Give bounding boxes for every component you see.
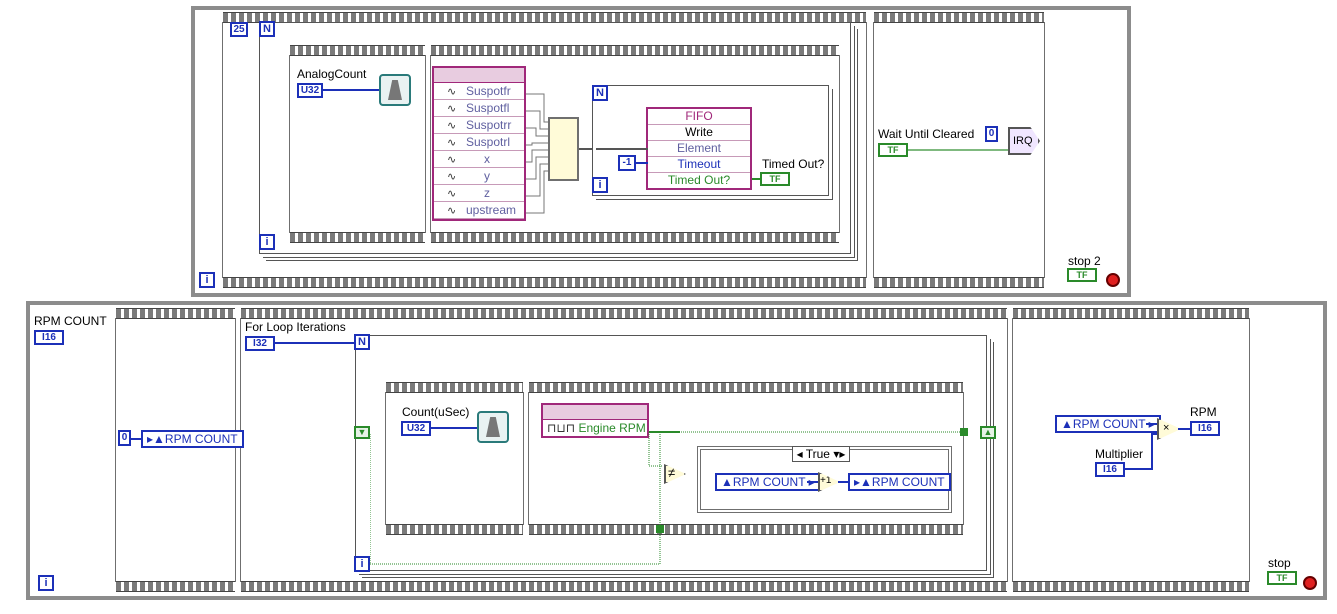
shift-register-right[interactable]: ▲ [980,426,996,439]
timeout-constant[interactable]: -1 [618,155,636,171]
for-loop-iterations-control[interactable]: I32 [245,336,275,351]
bottom-for-loop-i-terminal: i [354,556,370,572]
bottom-sequence-frame-3 [1012,308,1250,592]
channel-row[interactable]: ∿Suspotfr [434,83,524,100]
channel-row[interactable]: ∿Suspotrr [434,117,524,134]
build-array-node[interactable] [548,117,579,181]
stop-label: stop [1268,556,1291,570]
analog-count-indicator[interactable]: U32 [297,83,323,98]
wait-until-cleared-control[interactable]: TF [878,143,908,157]
stop-terminal[interactable] [1303,576,1317,590]
fifo-loop-i-terminal: i [592,177,608,193]
init-constant[interactable]: 0 [118,430,131,446]
timed-out-label: Timed Out? [762,157,825,171]
bool-wires [370,431,960,565]
tick-count-icon[interactable] [379,74,411,106]
iterations-wire [275,342,355,344]
channel-wires [526,93,594,214]
rpm-label: RPM [1190,405,1217,419]
shift-node-right [960,428,968,436]
fifo-timeout: Timeout [648,156,750,172]
analog-count-label: AnalogCount [297,67,367,81]
analog-count-wire [323,89,379,91]
stop-2-terminal[interactable] [1106,273,1120,287]
fifo-timed-out: Timed Out? [648,172,750,188]
array-to-fifo-wire [596,148,648,150]
irq-number-constant[interactable]: 0 [985,126,998,142]
channel-row[interactable]: ∿x [434,151,524,168]
stop-indicator[interactable]: TF [1267,571,1297,585]
bottom-sequence-frame-1 [115,308,236,592]
case-rpm-count-read[interactable]: ▲RPM COUNT ▸ [715,473,821,491]
shift-register-left[interactable]: ▼ [354,426,370,439]
rpm-count-local-write[interactable]: ▸▲RPM COUNT [141,430,244,448]
top-outer-i-terminal: i [199,272,215,288]
wait-until-cleared-label: Wait Until Cleared [878,127,975,141]
wait-wire [908,149,1008,151]
count-usec-indicator[interactable]: U32 [401,421,431,436]
rpm-count-read[interactable]: ▲RPM COUNT ▸ [1055,415,1161,433]
stop-2-label: stop 2 [1068,254,1101,268]
fifo-loop-n-terminal: N [592,85,608,101]
channel-row[interactable]: ∿y [434,168,524,185]
channel-row[interactable]: ∿Suspotfl [434,100,524,117]
tick-count-usec-icon[interactable] [477,411,509,443]
bottom-outer-i-terminal: i [38,575,54,591]
for-loop-n-terminal: N [259,21,275,37]
rpm-count-control-label: RPM COUNT [34,314,107,328]
init-wire [131,438,141,440]
for-loop-iterations-label: For Loop Iterations [245,320,346,334]
case-wire-2 [838,481,850,483]
loop-count-constant[interactable]: 25 [230,22,248,37]
rpm-count-to-multiply-wire [1146,423,1158,425]
channel-row[interactable]: ∿upstream [434,202,524,219]
timeout-wire [636,162,648,164]
multiplier-wire [1125,433,1158,470]
fifo-element: Element [648,140,750,156]
engine-rpm-channel[interactable]: ⊓⊔⊓ Engine RPM [541,403,649,438]
timed-out-indicator[interactable]: TF [760,172,790,186]
multiplier-label: Multiplier [1095,447,1144,461]
stop-2-indicator[interactable]: TF [1067,268,1097,282]
fifo-write: Write [648,124,750,140]
for-loop-i-terminal: i [259,234,275,250]
multiply-to-rpm-wire [1178,428,1190,430]
rpm-count-control[interactable]: I16 [34,330,64,345]
rpm-indicator[interactable]: I16 [1190,421,1220,436]
channel-row[interactable]: ∿Suspotrl [434,134,524,151]
fifo-channel-list[interactable]: ∿Suspotfr ∿Suspotfl ∿Suspotrr ∿Suspotrl … [432,66,526,221]
case-selector[interactable]: ◂ True ▾▸ [792,446,850,462]
fifo-write-method[interactable]: FIFO Write Element Timeout Timed Out? [646,107,752,190]
count-usec-wire [431,427,477,429]
bottom-for-loop-n-terminal: N [354,334,370,350]
multiplier-control[interactable]: I16 [1095,462,1125,477]
shift-node-bottom [656,525,664,533]
case-rpm-count-write[interactable]: ▸▲RPM COUNT [848,473,951,491]
case-wire-1 [807,481,819,483]
fifo-title: FIFO [648,109,750,124]
channel-row[interactable]: ∿z [434,185,524,202]
count-usec-label: Count(uSec) [402,405,470,419]
timed-out-wire [752,178,760,180]
